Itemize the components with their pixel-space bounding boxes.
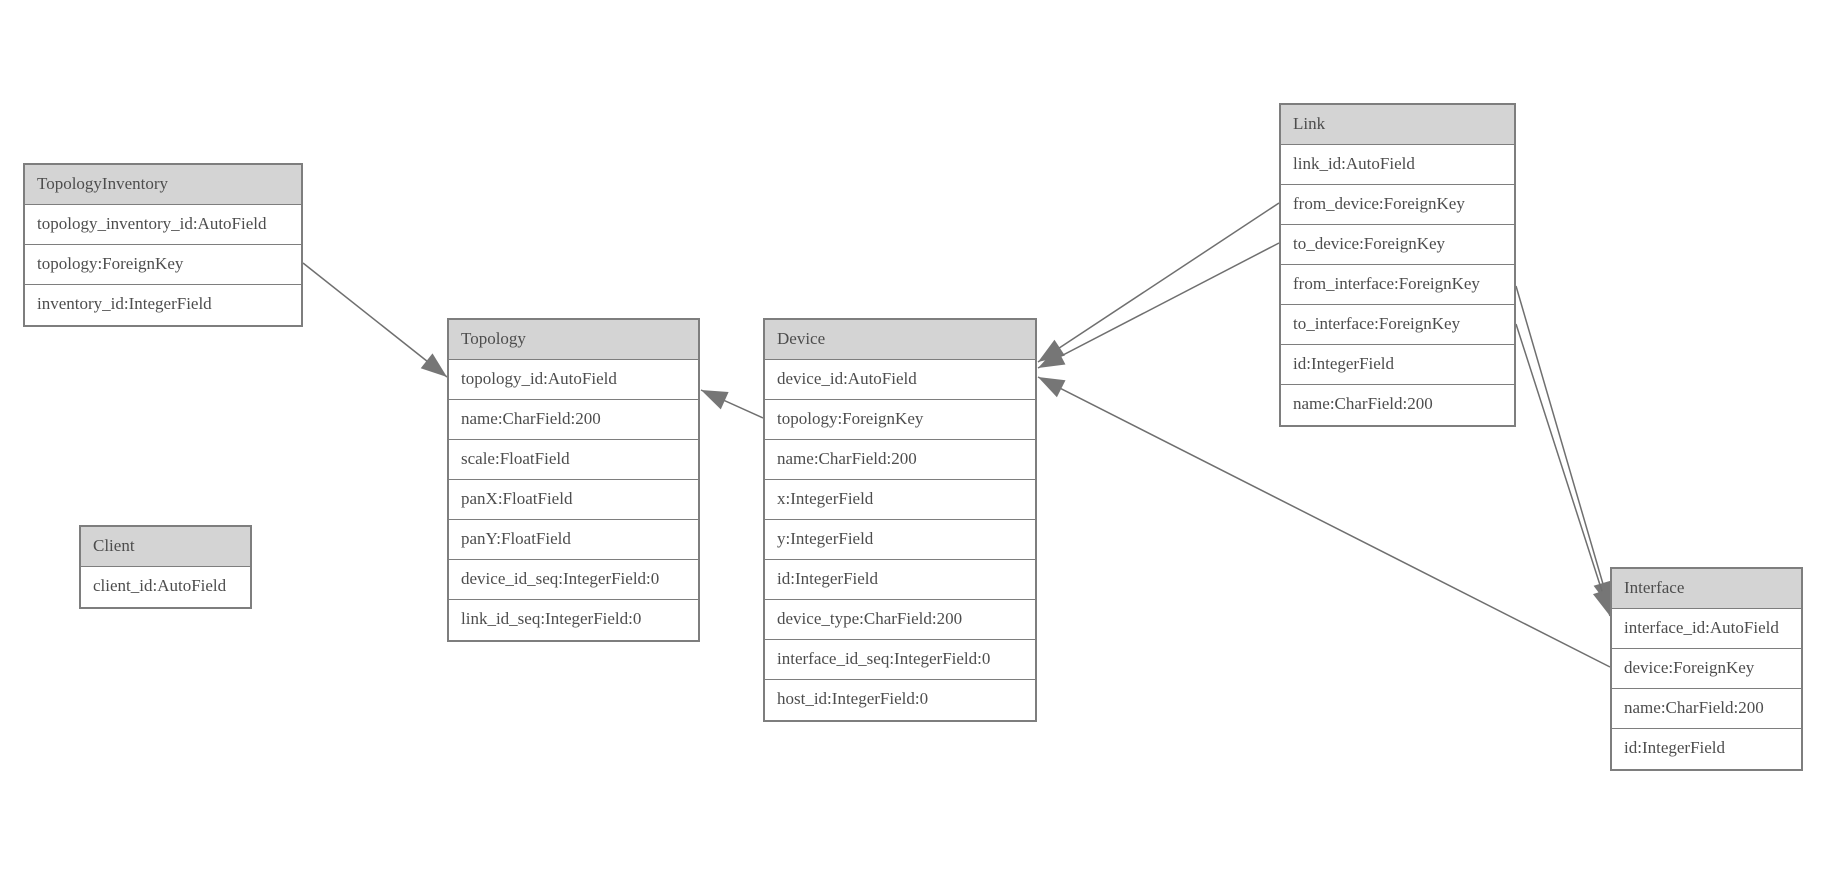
entity-field-row: y:IntegerField <box>765 520 1035 560</box>
entity-field-row: to_interface:ForeignKey <box>1281 305 1514 345</box>
entity-table-title: Interface <box>1624 578 1685 597</box>
relationship-line <box>1037 376 1611 668</box>
entity-field-row: name:CharField:200 <box>1281 385 1514 425</box>
entity-field-row: link_id:AutoField <box>1281 145 1514 185</box>
entity-table-header: Interface <box>1612 569 1801 609</box>
relationship-arrowhead <box>701 390 729 410</box>
relationship-line <box>1515 323 1611 617</box>
entity-field-row: interface_id_seq:IntegerField:0 <box>765 640 1035 680</box>
entity-table-header: Topology <box>449 320 698 360</box>
entity-field-row: id:IntegerField <box>765 560 1035 600</box>
entity-field-row: topology:ForeignKey <box>765 400 1035 440</box>
entity-field-row: name:CharField:200 <box>765 440 1035 480</box>
relationship-arrowhead <box>1592 588 1612 616</box>
relationship-line <box>1037 202 1280 363</box>
entity-table-title: Link <box>1293 114 1326 133</box>
relationship-line <box>302 262 448 378</box>
entity-field-row: from_interface:ForeignKey <box>1281 265 1514 305</box>
entity-field-row: device:ForeignKey <box>1612 649 1801 689</box>
entity-table-title: Topology <box>461 329 526 348</box>
entity-field-row: id:IntegerField <box>1281 345 1514 385</box>
entity-field-row: client_id:AutoField <box>81 567 250 607</box>
entity-field-row: name:CharField:200 <box>1612 689 1801 729</box>
entity-field-row: panX:FloatField <box>449 480 698 520</box>
entity-table-title: Client <box>93 536 135 555</box>
entity-field-row: topology:ForeignKey <box>25 245 301 285</box>
entity-table-header: Device <box>765 320 1035 360</box>
entity-table-topologyinventory[interactable]: TopologyInventory topology_inventory_id:… <box>23 163 303 327</box>
entity-field-row: to_device:ForeignKey <box>1281 225 1514 265</box>
relationship-line <box>1515 285 1611 609</box>
relationship-arrowhead <box>420 353 447 377</box>
entity-table-header: Client <box>81 527 250 567</box>
entity-table-client[interactable]: Client client_id:AutoField <box>79 525 252 609</box>
entity-field-row: panY:FloatField <box>449 520 698 560</box>
relationship-line <box>1037 242 1280 369</box>
relationship-arrowhead <box>1038 377 1066 398</box>
entity-field-row: device_type:CharField:200 <box>765 600 1035 640</box>
relationship-arrowhead <box>1038 347 1066 368</box>
entity-table-title: Device <box>777 329 826 348</box>
entity-field-row: from_device:ForeignKey <box>1281 185 1514 225</box>
entity-field-row: device_id_seq:IntegerField:0 <box>449 560 698 600</box>
entity-field-row: name:CharField:200 <box>449 400 698 440</box>
entity-field-row: host_id:IntegerField:0 <box>765 680 1035 720</box>
entity-field-list: client_id:AutoField <box>81 567 250 607</box>
entity-field-row: topology_id:AutoField <box>449 360 698 400</box>
entity-table-header: TopologyInventory <box>25 165 301 205</box>
entity-field-row: inventory_id:IntegerField <box>25 285 301 325</box>
entity-field-row: link_id_seq:IntegerField:0 <box>449 600 698 640</box>
entity-field-row: interface_id:AutoField <box>1612 609 1801 649</box>
entity-table-header: Link <box>1281 105 1514 145</box>
entity-table-title: TopologyInventory <box>37 174 169 193</box>
entity-field-row: topology_inventory_id:AutoField <box>25 205 301 245</box>
entity-field-row: scale:FloatField <box>449 440 698 480</box>
entity-field-row: device_id:AutoField <box>765 360 1035 400</box>
entity-field-row: x:IntegerField <box>765 480 1035 520</box>
entity-field-row: id:IntegerField <box>1612 729 1801 769</box>
